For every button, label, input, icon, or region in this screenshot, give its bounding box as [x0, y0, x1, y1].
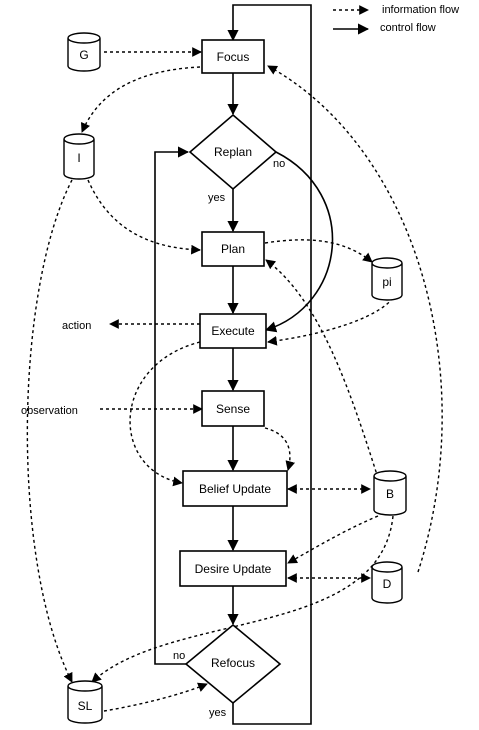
i-to-sl	[26, 179, 73, 683]
b-to-sl	[91, 515, 394, 683]
replan-label: Replan	[214, 145, 252, 159]
refocus-no-loop	[154, 146, 194, 665]
desire-update-label: Desire Update	[195, 562, 272, 576]
legend-control-label: control flow	[380, 22, 436, 34]
sense-to-belief-info	[264, 427, 296, 471]
observation-label: observation	[21, 405, 78, 417]
store-d: D	[371, 561, 403, 604]
plan-box: Plan	[201, 231, 265, 267]
replan-no-to-execute	[264, 151, 334, 333]
legend-info-label: information flow	[382, 4, 459, 16]
action-label: action	[62, 320, 91, 332]
refocus-yes-label: yes	[209, 707, 227, 719]
replan-no-label: no	[273, 158, 285, 170]
refocus-label: Refocus	[211, 656, 255, 670]
sense-box: Sense	[201, 390, 265, 427]
belief-update-box: Belief Update	[182, 470, 288, 507]
plan-label: Plan	[221, 242, 245, 256]
execute-to-belief	[129, 341, 201, 487]
sense-label: Sense	[216, 402, 250, 416]
store-sl: SL	[67, 680, 103, 724]
refocus-yes-loop	[227, 4, 312, 725]
execute-label: Execute	[211, 324, 255, 338]
refocus-diamond: Refocus	[184, 623, 282, 705]
legend: information flow control flow	[333, 4, 459, 35]
store-d-label: D	[383, 577, 392, 591]
store-i: I	[63, 133, 95, 180]
store-sl-label: SL	[78, 699, 93, 713]
store-pi: pi	[371, 257, 403, 301]
store-i-label: I	[77, 151, 80, 165]
sl-to-refocus	[103, 682, 208, 712]
replan-yes-label: yes	[208, 192, 226, 204]
execute-box: Execute	[199, 313, 267, 349]
desire-update-box: Desire Update	[179, 550, 287, 587]
plan-to-pi	[264, 239, 373, 263]
d-to-focus	[267, 65, 443, 573]
b-to-desire	[287, 515, 379, 564]
replan-diamond: Replan	[188, 113, 278, 191]
focus-label: Focus	[217, 50, 250, 64]
store-pi-label: pi	[382, 275, 391, 289]
focus-box: Focus	[201, 39, 265, 74]
belief-update-label: Belief Update	[199, 482, 271, 496]
store-b-label: B	[386, 487, 394, 501]
refocus-no-label: no	[173, 650, 185, 662]
b-to-plan	[265, 259, 379, 479]
i-to-plan	[87, 179, 201, 255]
store-g: G	[67, 32, 101, 72]
store-b: B	[373, 470, 407, 516]
focus-to-i	[80, 66, 201, 133]
store-g-label: G	[79, 48, 88, 62]
